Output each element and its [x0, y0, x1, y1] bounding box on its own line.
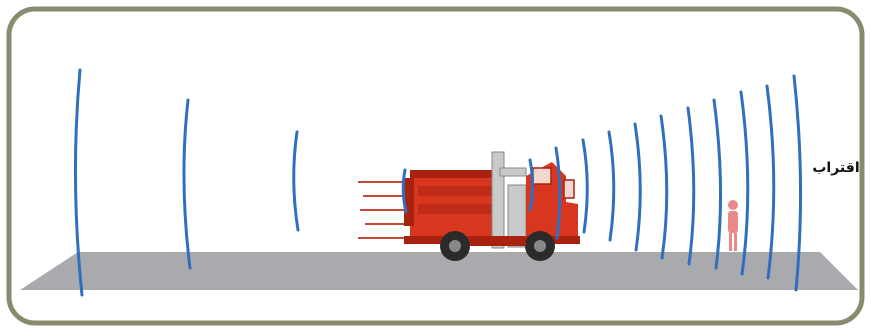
road — [20, 252, 858, 290]
approaching-label: اقتراب — [806, 160, 866, 176]
